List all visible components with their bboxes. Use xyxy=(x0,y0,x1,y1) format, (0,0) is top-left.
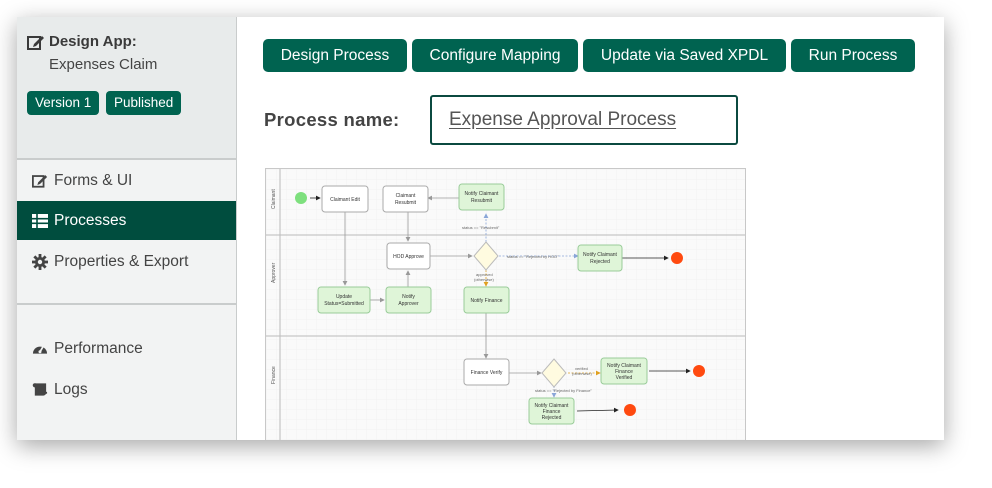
swimlanes: Claimant Approver Finance xyxy=(266,169,745,440)
svg-text:Resubmit: Resubmit xyxy=(471,198,493,204)
sidebar-item-label: Logs xyxy=(54,380,88,398)
connectors xyxy=(342,195,601,398)
sidebar-item-label: Forms & UI xyxy=(54,171,133,189)
svg-text:Rejected: Rejected xyxy=(590,259,610,265)
condition-rejected-finance: status == "Rejected by Finance" xyxy=(535,388,592,393)
start-event[interactable] xyxy=(295,192,307,204)
svg-text:Notify Finance: Notify Finance xyxy=(471,298,503,304)
task-notify-finance[interactable]: Notify Finance xyxy=(463,286,510,314)
svg-text:HOD Approve: HOD Approve xyxy=(393,254,424,260)
task-finance-verify[interactable]: Finance Verify xyxy=(463,358,510,386)
process-name-value[interactable]: Expense Approval Process xyxy=(449,109,677,130)
svg-text:Notify: Notify xyxy=(402,294,415,300)
sidebar-item-label: Performance xyxy=(54,339,143,357)
process-name-field[interactable]: Expense Approval Process xyxy=(430,95,738,145)
verification-gateway[interactable] xyxy=(541,358,567,388)
svg-text:Claimant: Claimant xyxy=(396,193,416,199)
update-xpdl-button[interactable]: Update via Saved XPDL xyxy=(583,39,786,72)
configure-mapping-button[interactable]: Configure Mapping xyxy=(412,39,578,72)
design-process-button[interactable]: Design Process xyxy=(263,39,407,72)
end-event-finance-rejected[interactable] xyxy=(624,404,636,416)
task-update-status[interactable]: Update Status=Submitted xyxy=(317,286,371,314)
end-event-rejected[interactable] xyxy=(671,252,683,264)
condition-verified: verified xyxy=(575,366,588,371)
app-header: Design App: Expenses Claim Version 1 Pub… xyxy=(17,17,236,159)
main-content: Design Process Configure Mapping Update … xyxy=(237,17,944,440)
sidebar-item-properties[interactable]: Properties & Export xyxy=(17,242,236,281)
condition-rejected-hod: status == "Rejected by HOD" xyxy=(507,254,559,259)
condition-approved: approved xyxy=(476,272,493,277)
svg-text:Finance: Finance xyxy=(615,369,633,375)
sidebar-item-processes[interactable]: Processes xyxy=(17,201,236,240)
end-connectors xyxy=(310,195,691,413)
app-window: Design App: Expenses Claim Version 1 Pub… xyxy=(17,17,944,440)
run-process-button[interactable]: Run Process xyxy=(791,39,915,72)
task-notify-finance-rejected[interactable]: Notify Claimant Finance Rejected xyxy=(528,397,575,425)
svg-text:Verified: Verified xyxy=(616,375,633,381)
sidebar-divider xyxy=(17,303,236,305)
task-hod-approve[interactable]: HOD Approve xyxy=(386,242,431,270)
task-notify-approver[interactable]: Notify Approver xyxy=(385,286,432,314)
condition-approved-otherwise: (otherwise) xyxy=(474,277,494,282)
published-badge[interactable]: Published xyxy=(106,91,182,115)
version-badge[interactable]: Version 1 xyxy=(27,91,100,115)
svg-text:Notify Claimant: Notify Claimant xyxy=(465,191,500,197)
task-notify-rejected[interactable]: Notify Claimant Rejected xyxy=(577,244,623,272)
app-name: Expenses Claim xyxy=(49,56,158,73)
svg-text:Approver: Approver xyxy=(398,301,419,307)
svg-text:Notify Claimant: Notify Claimant xyxy=(535,403,570,409)
lane-claimant: Claimant xyxy=(271,189,277,209)
gear-icon xyxy=(32,253,48,270)
svg-text:Status=Submitted: Status=Submitted xyxy=(324,301,364,307)
table-icon xyxy=(32,213,48,229)
condition-resubmit: status == "Resubmit" xyxy=(462,225,500,230)
end-event-verified[interactable] xyxy=(693,365,705,377)
process-diagram[interactable]: Claimant Approver Finance xyxy=(265,168,746,440)
task-claimant-edit[interactable]: Claimant Edit xyxy=(321,185,369,213)
process-name-label: Process name: xyxy=(264,109,400,130)
app-label: Design App: xyxy=(49,33,137,50)
sidebar-item-label: Properties & Export xyxy=(54,252,189,270)
edit-icon xyxy=(27,34,45,50)
task-notify-resubmit[interactable]: Notify Claimant Resubmit xyxy=(458,183,505,211)
sidebar-item-forms[interactable]: Forms & UI xyxy=(17,161,236,200)
lane-finance: Finance xyxy=(271,366,277,384)
svg-text:Update: Update xyxy=(336,294,352,300)
scroll-icon xyxy=(32,382,48,398)
svg-text:Claimant Edit: Claimant Edit xyxy=(330,197,360,203)
approval-gateway[interactable] xyxy=(473,241,499,271)
task-claimant-resubmit[interactable]: Claimant Resubmit xyxy=(382,185,429,213)
svg-text:Rejected: Rejected xyxy=(542,415,562,421)
svg-text:Resubmit: Resubmit xyxy=(395,200,417,206)
sidebar-item-logs[interactable]: Logs xyxy=(17,370,236,409)
condition-verified-otherwise: (otherwise) xyxy=(572,371,592,376)
app-title: Design App: xyxy=(27,33,137,50)
lane-approver: Approver xyxy=(271,262,277,283)
sidebar-divider xyxy=(17,158,236,160)
dashboard-icon xyxy=(32,341,48,357)
sidebar-item-performance[interactable]: Performance xyxy=(17,329,236,368)
svg-text:Finance Verify: Finance Verify xyxy=(471,370,503,376)
sidebar-item-label: Processes xyxy=(54,211,127,229)
svg-text:Notify Claimant: Notify Claimant xyxy=(583,252,618,258)
svg-text:Notify Claimant: Notify Claimant xyxy=(607,363,642,369)
sidebar: Design App: Expenses Claim Version 1 Pub… xyxy=(17,17,237,440)
task-notify-verified[interactable]: Notify Claimant Finance Verified xyxy=(600,357,648,385)
svg-text:Finance: Finance xyxy=(543,409,561,415)
edit-icon xyxy=(32,173,48,189)
